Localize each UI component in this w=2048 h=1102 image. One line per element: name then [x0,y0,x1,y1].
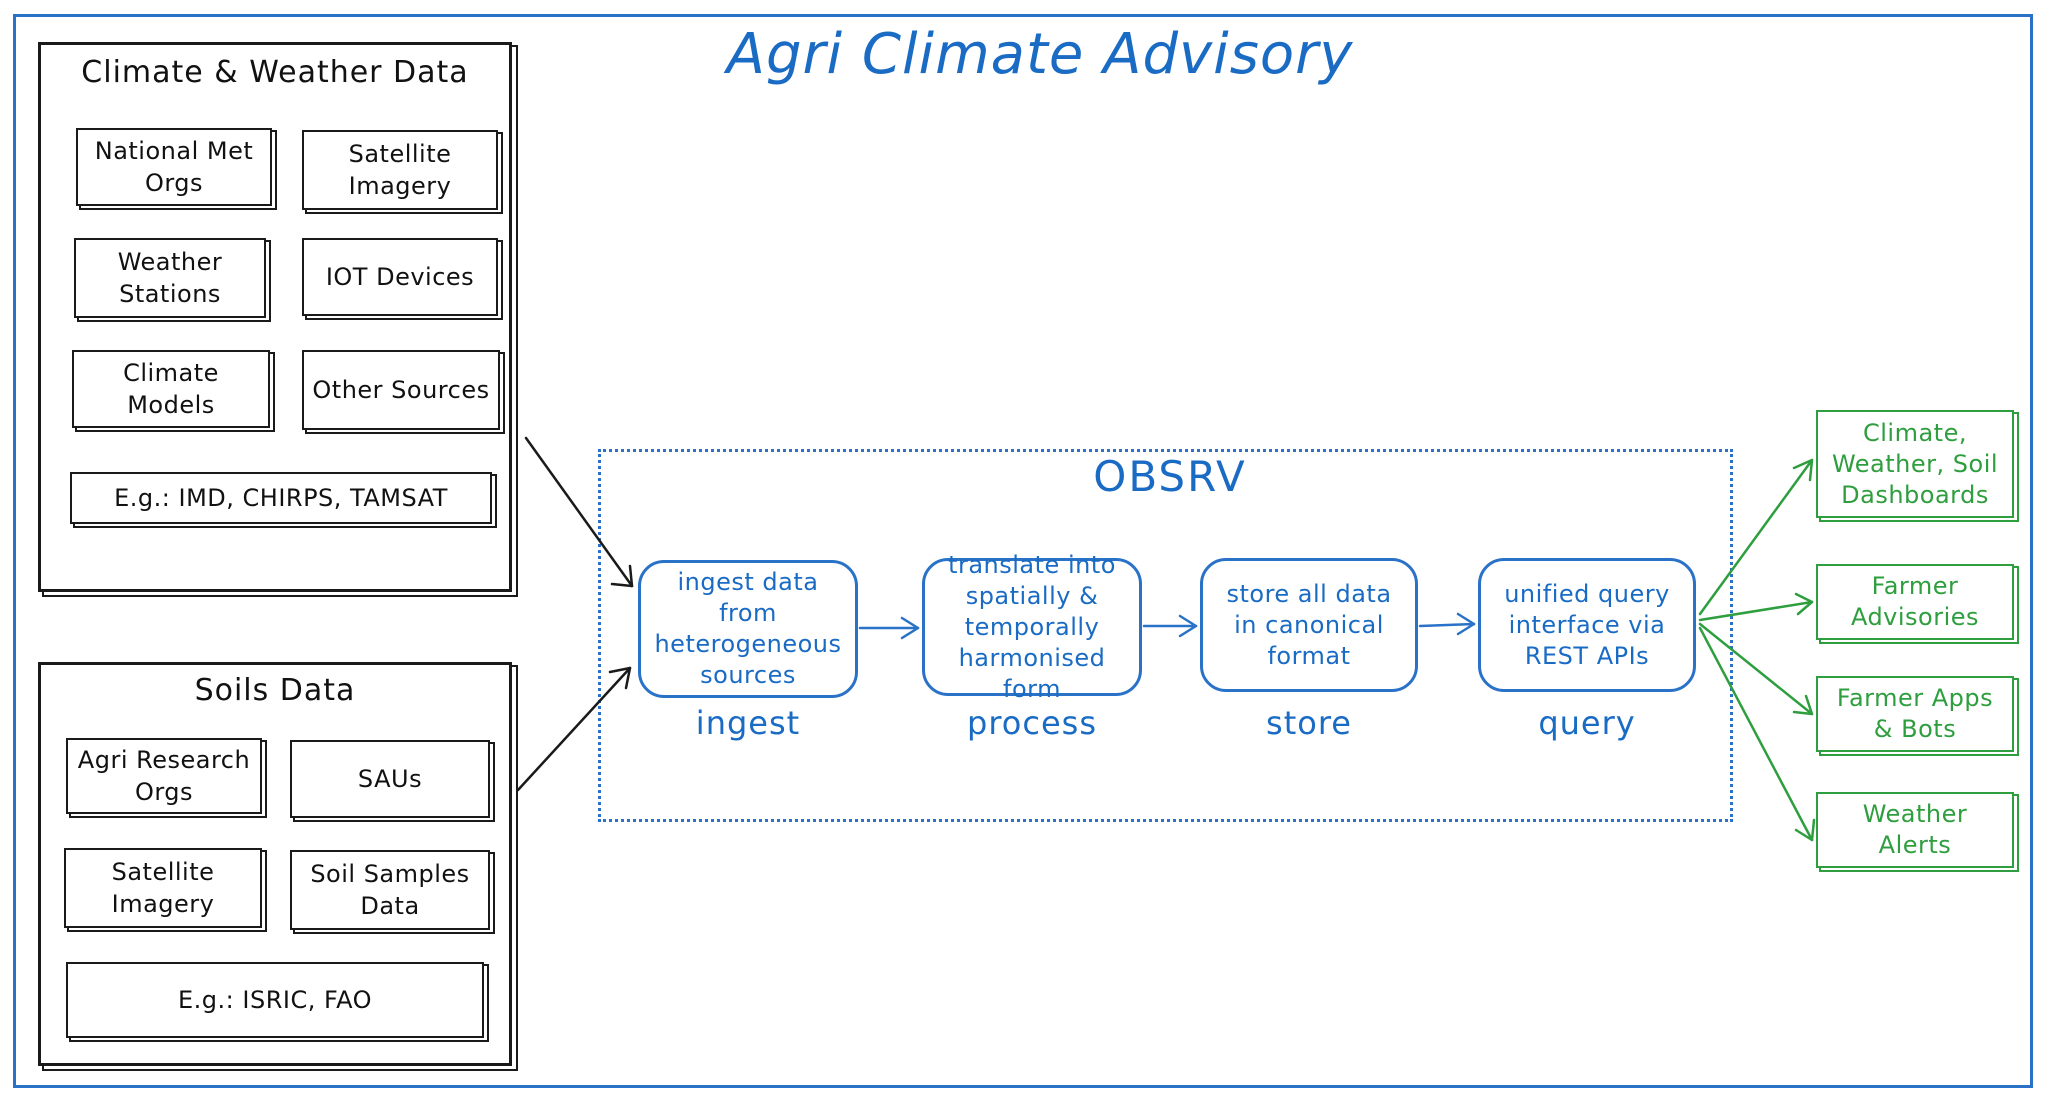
stage-store: store all data in canonical format [1200,558,1418,692]
climate-examples: E.g.: IMD, CHIRPS, TAMSAT [70,472,492,524]
arrow-query-to-advisories [1698,592,1814,622]
obsrv-frame [598,449,1733,822]
arrow-climate-to-ingest [524,436,634,588]
arrow-query-to-alerts [1698,626,1816,842]
stage-ingest: ingest data from heterogeneous sources [638,560,858,698]
arrow-ingest-to-process [858,616,920,640]
arrow-query-to-apps [1698,622,1814,716]
source-agri-research-orgs: Agri Research Orgs [66,738,262,814]
arrow-soils-to-ingest [516,666,632,792]
climate-weather-group: Climate & Weather Data [38,42,512,592]
stage-store-label: store [1266,704,1352,742]
soils-group-title: Soils Data [194,673,356,708]
source-national-met-orgs: National Met Orgs [76,128,272,206]
stage-query-label: query [1538,704,1636,742]
stage-ingest-label: ingest [695,704,801,742]
obsrv-title: OBSRV [1093,452,1247,501]
output-farmer-advisories: Farmer Advisories [1816,564,2014,640]
source-saus: SAUs [290,740,490,818]
output-farmer-apps-bots: Farmer Apps & Bots [1816,676,2014,752]
source-soils-satellite-imagery: Satellite Imagery [64,848,262,928]
soils-group: Soils Data [38,662,512,1066]
outer-frame [13,14,2033,1088]
soils-examples: E.g.: ISRIC, FAO [66,962,484,1038]
output-weather-alerts: Weather Alerts [1816,792,2014,868]
source-climate-models: Climate Models [72,350,270,428]
source-satellite-imagery: Satellite Imagery [302,130,498,210]
source-weather-stations: Weather Stations [74,238,266,318]
source-iot-devices: IOT Devices [302,238,498,316]
arrow-store-to-query [1418,612,1476,636]
source-soil-samples-data: Soil Samples Data [290,850,490,930]
diagram-title: Agri Climate Advisory [726,22,1354,87]
stage-process-label: process [967,704,1097,742]
source-other-sources: Other Sources [302,350,500,430]
arrow-query-to-dashboards [1698,458,1814,616]
climate-weather-group-title: Climate & Weather Data [81,55,469,90]
arrow-process-to-store [1142,614,1198,638]
output-dashboards: Climate, Weather, Soil Dashboards [1816,410,2014,518]
stage-query: unified query interface via REST APIs [1478,558,1696,692]
